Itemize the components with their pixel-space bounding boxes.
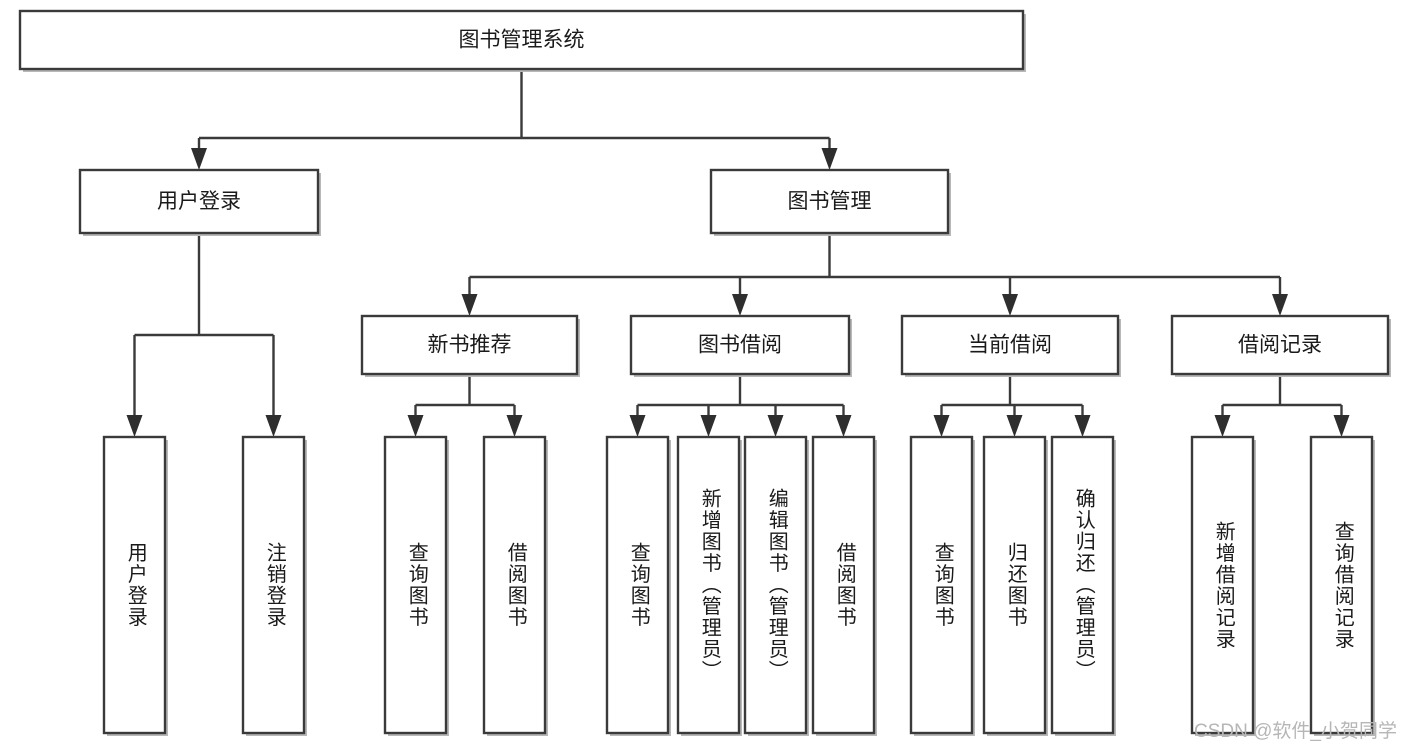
node-book-manage-label: 图书管理: [788, 190, 872, 213]
node-leaf-borrow-book-rec-box[interactable]: [482, 435, 547, 735]
node-book-borrow-label: 图书借阅: [698, 334, 782, 357]
node-book-manage-box[interactable]: [709, 168, 950, 235]
arrow-head-icon: [191, 148, 207, 170]
node-borrow-record-box[interactable]: [1170, 314, 1390, 376]
watermark-text: CSDN @软件_小贺同学: [1194, 721, 1397, 742]
arrow-head-icon: [1214, 415, 1231, 437]
arrow-head-icon: [1006, 415, 1023, 437]
arrow-head-icon: [1272, 294, 1288, 316]
node-user-login-label: 用户登录: [157, 190, 241, 213]
node-new-book-rec-box[interactable]: [360, 314, 579, 376]
root-node-label: 图书管理系统: [459, 29, 585, 52]
arrow-head-icon: [700, 415, 717, 437]
node-current-borrow-box[interactable]: [900, 314, 1120, 376]
edges-layer: [126, 69, 1350, 437]
node-leaf-query-book-cur-box[interactable]: [909, 435, 974, 735]
node-leaf-query-book-borrow-box[interactable]: [605, 435, 670, 735]
arrow-head-icon: [126, 415, 143, 437]
arrow-head-icon: [461, 294, 478, 316]
arrow-head-icon: [767, 415, 784, 437]
node-current-borrow-label: 当前借阅: [968, 334, 1052, 357]
arrow-head-icon: [629, 415, 646, 437]
node-leaf-user-login-box[interactable]: [102, 435, 167, 735]
arrow-head-icon: [835, 415, 852, 437]
node-leaf-add-record-box[interactable]: [1190, 435, 1255, 735]
node-leaf-query-record-box[interactable]: [1309, 435, 1374, 735]
arrow-head-icon: [1074, 415, 1091, 437]
node-leaf-add-book-box[interactable]: [676, 435, 741, 735]
arrow-head-icon: [506, 415, 523, 437]
arrow-head-icon: [1002, 294, 1018, 316]
node-book-borrow-box[interactable]: [629, 314, 851, 376]
arrow-head-icon: [407, 415, 424, 437]
arrow-head-icon: [933, 415, 950, 437]
node-leaf-query-book-rec-box[interactable]: [383, 435, 448, 735]
arrow-head-icon: [821, 148, 838, 170]
node-new-book-rec-label: 新书推荐: [428, 334, 512, 357]
node-user-login-box[interactable]: [78, 168, 320, 235]
node-borrow-record-label: 借阅记录: [1238, 334, 1322, 357]
node-leaf-edit-book-box[interactable]: [743, 435, 808, 735]
node-leaf-confirm-return-box[interactable]: [1050, 435, 1115, 735]
node-leaf-user-logout-box[interactable]: [241, 435, 306, 735]
arrow-head-icon: [265, 415, 282, 437]
node-leaf-borrow-book-box[interactable]: [811, 435, 876, 735]
root-node-box[interactable]: [18, 9, 1025, 71]
node-leaf-return-book-box[interactable]: [982, 435, 1047, 735]
arrow-head-icon: [732, 294, 748, 316]
arrow-head-icon: [1333, 415, 1350, 437]
